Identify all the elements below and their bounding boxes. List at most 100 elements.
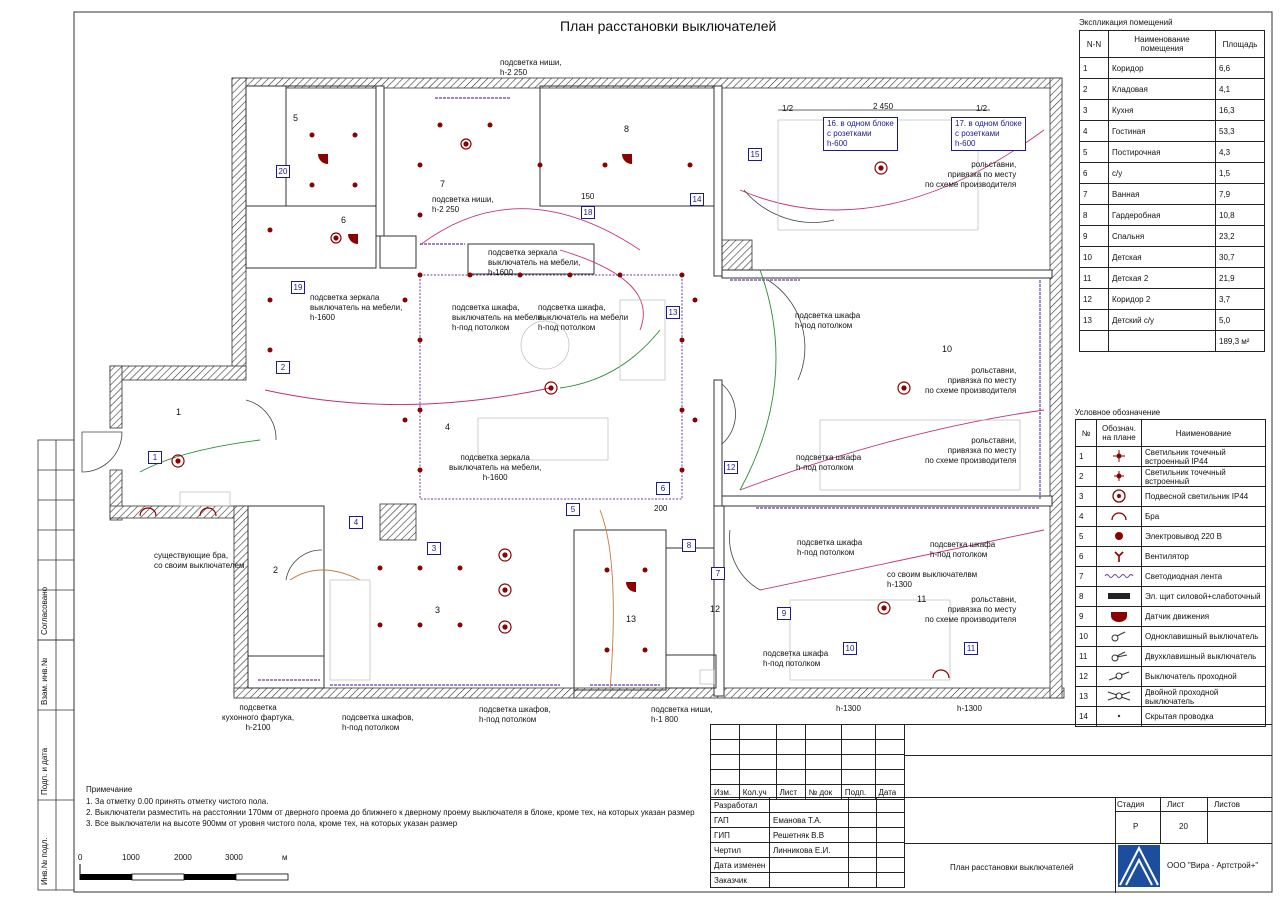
switch-tag: 19	[291, 281, 305, 294]
col-num: N-N	[1079, 30, 1109, 58]
annotation-roller: рольставни, привязка по месту по схеме п…	[925, 436, 1017, 465]
row-name: Детская	[1108, 246, 1216, 268]
titleblock-role-row: Дата изменен	[710, 857, 905, 873]
switch-tag: 14	[690, 193, 704, 206]
row-name: с/у	[1108, 162, 1216, 184]
room-11-number: 11	[917, 594, 927, 604]
row-area: 189,3 м²	[1215, 330, 1265, 352]
titleblock-sheets-header: Листов	[1214, 800, 1240, 809]
dimension-label: 200	[654, 504, 668, 513]
switch-tag: 13	[666, 306, 680, 319]
row-area: 7,9	[1215, 183, 1265, 205]
annotation-mirror: подсветка зеркала выключатель на мебели,…	[310, 293, 403, 322]
room-10-number: 10	[942, 344, 953, 354]
row-area: 1,5	[1215, 162, 1265, 184]
row-area: 10,8	[1215, 204, 1265, 226]
switch-tag: 9	[777, 607, 791, 620]
row-num: 8	[1079, 204, 1109, 226]
switch-pass-icon	[1096, 666, 1142, 687]
notes-line: 1. За отметку 0.00 принять отметку чисто…	[86, 797, 269, 806]
titleblock-date	[876, 797, 905, 813]
titleblock-date	[876, 872, 905, 888]
row-area: 53,3	[1215, 120, 1265, 142]
legend-name: Вентилятор	[1141, 546, 1266, 567]
annotation-wardrobe: подсветка шкафа h-под потолком	[930, 540, 996, 559]
dimension-label: 2 450	[873, 102, 894, 111]
room-13-number: 13	[626, 614, 637, 624]
room-5-number: 5	[293, 113, 299, 123]
recessed-spot-icon	[1096, 466, 1142, 487]
titleblock-sheet: 20	[1179, 822, 1188, 831]
row-num: 7	[1079, 183, 1109, 205]
titleblock-sign	[848, 857, 877, 873]
titleblock-sign	[848, 842, 877, 858]
annotation-kitchen-cabinets: подсветка шкафов, h-под потолком	[342, 713, 414, 732]
annotation-kitchen-cabinets: подсветка шкафов, h-под потолком	[479, 705, 551, 724]
legend-name: Эл. щит силовой+слаботочный	[1141, 586, 1266, 607]
scale-tick: 0	[78, 853, 83, 862]
row-name: Детский с/у	[1108, 309, 1216, 331]
row-name: Спальня	[1108, 225, 1216, 247]
titleblock-role-row: Заказчик	[710, 872, 905, 888]
row-area: 3,7	[1215, 288, 1265, 310]
switch-tag: 11	[964, 642, 978, 655]
titleblock-date	[876, 857, 905, 873]
room-3-number: 3	[435, 605, 441, 615]
side-agreed: Согласовано	[40, 586, 49, 635]
switch-single-icon	[1096, 626, 1142, 647]
led-strips	[258, 97, 1041, 686]
titleblock-company: ООО "Вира - Артстрой+"	[1167, 861, 1259, 870]
legend-name: Бра	[1141, 506, 1266, 527]
col-name: Наименование помещения	[1108, 30, 1216, 58]
room-1-number: 1	[176, 407, 182, 417]
legend-name: Двухклавишный выключатель	[1141, 646, 1266, 667]
scale-tick: 1000	[122, 853, 140, 862]
row-name: Коридор	[1108, 57, 1216, 79]
dimension-label: 150	[581, 192, 595, 201]
legend-name: Скрытая проводка	[1141, 706, 1266, 727]
switch-tag: 6	[656, 482, 670, 495]
row-num: 2	[1079, 78, 1109, 100]
legend-num: 11	[1075, 646, 1097, 667]
annotation-kitchen-apron: подсветка кухонного фартука, h-2100	[222, 703, 295, 732]
annotation-mirror: подсветка зеркала выключатель на мебели,…	[449, 453, 542, 482]
row-name: Ванная	[1108, 183, 1216, 205]
switch-tag: 3	[427, 542, 441, 555]
motion-sensors	[318, 154, 636, 592]
scale-tick: 2000	[174, 853, 192, 862]
led-strip-icon	[1096, 566, 1142, 587]
power-outlet-icon	[1096, 526, 1142, 547]
room-4-number: 4	[445, 422, 451, 432]
annotation-niche: подсветка ниши, h-2 250	[500, 58, 562, 77]
row-num: 1	[1079, 57, 1109, 79]
switch-double-pass-icon	[1096, 686, 1142, 707]
legend-name: Светильник точечный встроенный IP44	[1141, 446, 1266, 467]
titleblock-role: Дата изменен	[710, 857, 770, 873]
row-num: 6	[1079, 162, 1109, 184]
titleblock-stage: Р	[1133, 822, 1139, 831]
side-vzam: Взам. инв.№	[40, 657, 49, 705]
row-name: Постирочная	[1108, 141, 1216, 163]
annotation-roller: рольставни, привязка по месту по схеме п…	[925, 595, 1017, 624]
annotation-height: h-1300	[836, 704, 861, 713]
legend-num: 12	[1075, 666, 1097, 687]
switch-tag: 12	[724, 461, 738, 474]
row-area: 5,0	[1215, 309, 1265, 331]
drawing-title: План расстановки выключателей	[560, 18, 777, 34]
explication-title: Экспликация помещений	[1079, 18, 1173, 27]
legend-num: 7	[1075, 566, 1097, 587]
row-name: Кухня	[1108, 99, 1216, 121]
